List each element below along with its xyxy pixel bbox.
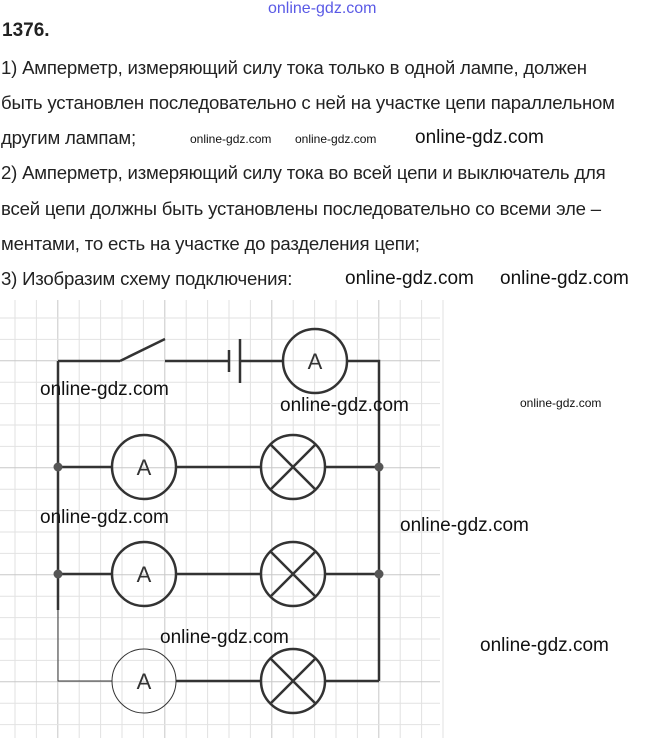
text-line: всей цепи должны быть установлены послед…: [1, 198, 601, 219]
text-line: 3) Изобразим схему подключения:: [1, 268, 293, 289]
left-wire-thin: [57, 610, 112, 682]
ammeter-main: [281, 327, 349, 395]
watermark: online-gdz.com: [40, 507, 169, 528]
lamp: [259, 433, 327, 501]
ammeter-label: A: [308, 349, 323, 374]
text-line: 1) Амперметр, измеряющий силу тока тольк…: [1, 57, 587, 78]
circuit-diagram: A A A A: [0, 300, 444, 738]
junction-dot: [374, 569, 384, 579]
wires: [56, 337, 381, 683]
watermark: online-gdz.com: [190, 132, 272, 146]
watermark: online-gdz.com: [480, 635, 609, 656]
watermark: online-gdz.com: [520, 396, 602, 410]
junction-dot: [53, 569, 63, 579]
watermark: online-gdz.com: [40, 379, 169, 400]
watermark: online-gdz.com: [400, 515, 529, 536]
text-line: быть установлен последовательно с ней на…: [1, 92, 615, 113]
ammeter-branch: [110, 433, 178, 501]
text-line: другим лампам;: [1, 127, 136, 148]
text-line: ментами, то есть на участке до разделени…: [1, 233, 420, 254]
lamp: [259, 540, 327, 608]
junction-dot: [53, 462, 63, 472]
watermark: online-gdz.com: [295, 132, 377, 146]
watermark: online-gdz.com: [160, 627, 289, 648]
lamp-cross: [269, 657, 317, 705]
text-line: 2) Амперметр, измеряющий силу тока во вс…: [1, 162, 606, 183]
watermark: online-gdz.com: [345, 268, 474, 289]
ammeter-label: A: [137, 562, 152, 587]
ammeter-branch: [111, 648, 177, 714]
lamp-cross: [269, 443, 317, 491]
ammeter-label: A: [137, 669, 152, 694]
ammeter-label: A: [137, 455, 152, 480]
ammeter-branch: [110, 540, 178, 608]
problem-number: 1376.: [2, 20, 50, 41]
main-wire: [58, 337, 381, 681]
lamp: [259, 647, 327, 715]
watermark: online-gdz.com: [268, 0, 377, 17]
junction-dot: [374, 462, 384, 472]
watermark: online-gdz.com: [500, 268, 629, 289]
watermark: online-gdz.com: [280, 395, 409, 416]
lamp-cross: [269, 550, 317, 598]
watermark: online-gdz.com: [415, 127, 544, 148]
